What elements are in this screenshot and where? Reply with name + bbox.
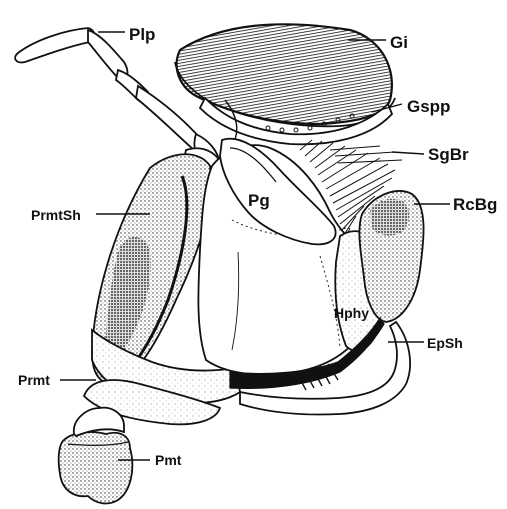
label-pg: Pg	[248, 191, 270, 210]
label-prmtsh: PrmtSh	[31, 207, 81, 223]
label-hphy: Hphy	[334, 305, 369, 321]
label-epsh: EpSh	[427, 335, 463, 351]
label-gi: Gi	[390, 33, 408, 52]
label-gspp: Gspp	[407, 97, 450, 116]
label-prmt: Prmt	[18, 372, 50, 388]
label-sgbr: SgBr	[428, 145, 469, 164]
label-rcbg: RcBg	[453, 195, 497, 214]
postmentum	[59, 408, 133, 504]
label-pmt: Pmt	[155, 452, 182, 468]
label-plp: Plp	[129, 25, 155, 44]
leader-line-sgbr	[392, 152, 424, 154]
receptacular-bag	[359, 191, 423, 322]
